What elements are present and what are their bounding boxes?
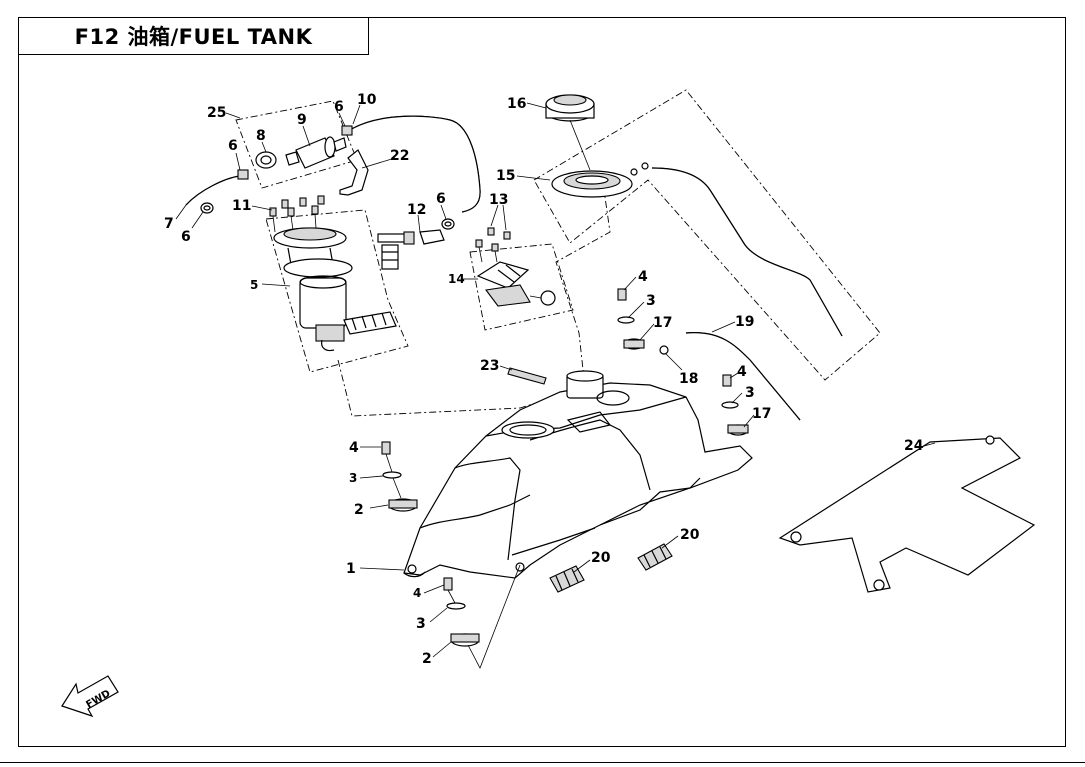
callout-17: 17 [752, 406, 771, 422]
fuel-filter-9 [285, 136, 347, 169]
callout-2: 2 [354, 502, 364, 518]
callout-4: 4 [349, 440, 359, 456]
fuel-cap-16 [545, 94, 595, 122]
plate-hole [985, 435, 995, 445]
callout-25: 25 [207, 105, 226, 121]
callout-14: 14 [448, 272, 465, 286]
drawing-frame [18, 17, 1066, 747]
mount-stack-left-lower [443, 577, 480, 647]
bracket-plate-24 [778, 437, 1036, 593]
callout-20: 20 [680, 527, 700, 543]
callout-3: 3 [349, 471, 357, 485]
clamp-6b [341, 125, 353, 136]
callout-9: 9 [297, 112, 307, 128]
callout-3: 3 [646, 293, 656, 309]
group-outline-15 [533, 89, 881, 381]
fwd-arrow-icon: FWD [61, 675, 119, 718]
callout-1: 1 [346, 561, 356, 577]
callout-6: 6 [228, 138, 238, 154]
cap-axis [569, 119, 591, 171]
callout-22: 22 [390, 148, 409, 164]
bottom-rule [0, 762, 1085, 763]
callout-4: 4 [638, 269, 648, 285]
callout-7: 7 [164, 216, 174, 232]
callout-17: 17 [653, 315, 672, 331]
clamp-6d [441, 218, 455, 230]
rubber-sleeve-20a [549, 565, 585, 593]
callout-20: 20 [591, 550, 611, 566]
callout-5: 5 [250, 278, 258, 292]
gasket-23 [507, 367, 547, 385]
callout-24: 24 [904, 438, 924, 454]
callout-4: 4 [737, 364, 747, 380]
plate-hole [873, 579, 885, 591]
callout-2: 2 [422, 651, 432, 667]
callout-19: 19 [735, 314, 754, 330]
callout-3: 3 [745, 385, 755, 401]
connector-12 [377, 229, 445, 270]
sender-unit-14 [476, 261, 556, 307]
screws-11 [269, 195, 325, 233]
callout-6: 6 [181, 229, 191, 245]
group-outline-14 [469, 243, 574, 331]
clamp-6c [200, 202, 214, 214]
hose-7-inner [185, 175, 241, 206]
group-outline-25 [235, 100, 358, 189]
hose-15-inner [651, 167, 843, 337]
callout-6: 6 [436, 191, 446, 207]
sleeve-8 [255, 151, 277, 169]
bracket-22 [339, 149, 369, 196]
callout-4: 4 [413, 586, 421, 600]
filler-ring-15 [551, 162, 649, 198]
hose-10-inner [349, 115, 481, 213]
page-title: F12 油箱/FUEL TANK [74, 25, 313, 49]
callout-16: 16 [507, 96, 526, 112]
callout-15: 15 [496, 168, 515, 184]
leader-lines [175, 102, 936, 669]
callout-labels: 1 2 2 3 3 3 3 4 4 4 4 5 6 6 6 6 7 8 9 10… [164, 92, 924, 667]
mount-stack-right-lower [721, 374, 749, 436]
callout-8: 8 [256, 128, 266, 144]
callout-3: 3 [416, 616, 426, 632]
callout-6: 6 [334, 99, 344, 115]
hose-19-inner [685, 332, 801, 421]
plate-hole [790, 531, 802, 543]
clamp-6a [237, 169, 249, 180]
callout-23: 23 [480, 358, 499, 374]
fuel-tank [403, 370, 753, 579]
mount-stack-left-upper [381, 441, 418, 512]
callout-10: 10 [357, 92, 377, 108]
screws-13 [475, 227, 511, 263]
title-box: F12 油箱/FUEL TANK [18, 17, 369, 55]
callout-12: 12 [407, 202, 426, 218]
callout-18: 18 [679, 371, 698, 387]
rubber-sleeve-20b [637, 543, 673, 571]
group-outline-tank-link [337, 189, 611, 417]
mount-stack-right-upper [617, 288, 669, 355]
callout-13: 13 [489, 192, 508, 208]
callout-11: 11 [232, 198, 251, 214]
fuel-pump-5 [273, 227, 397, 352]
group-outline-pump [265, 209, 409, 373]
